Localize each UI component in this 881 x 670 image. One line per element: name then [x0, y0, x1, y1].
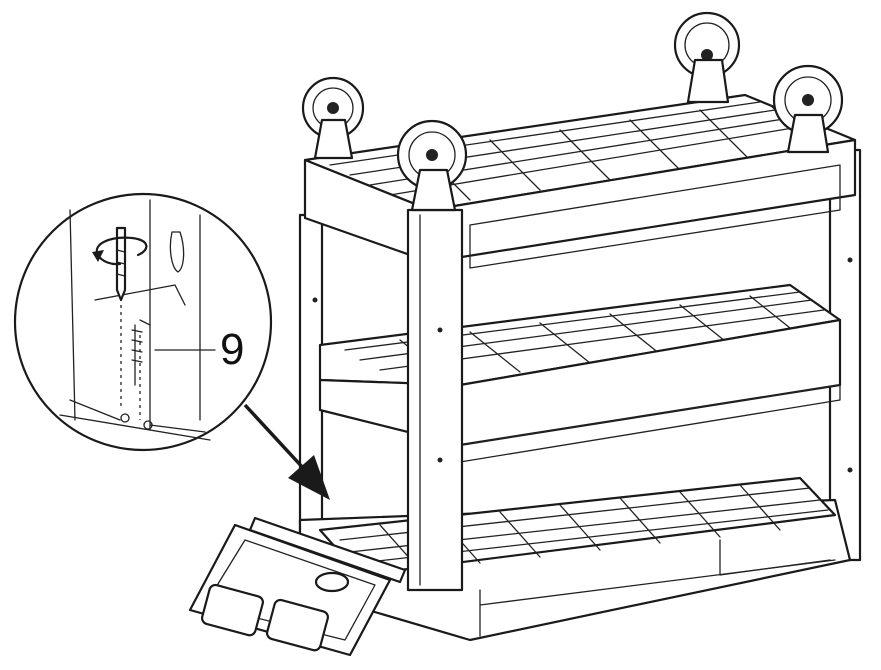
handle-tray	[188, 516, 407, 657]
detail-inset: 9	[13, 192, 273, 452]
rotation-arrow-icon	[92, 236, 148, 266]
caster-wheel-icon	[772, 64, 844, 154]
caster-wheel-icon	[301, 76, 365, 160]
front-left-post	[406, 208, 464, 592]
pointer-arrow-icon	[243, 403, 330, 500]
top-shelf	[303, 93, 857, 269]
utility-cart	[188, 11, 862, 657]
caster-wheel-icon	[673, 11, 741, 104]
middle-shelf	[318, 283, 842, 463]
caster-wheel-icon	[396, 119, 468, 212]
callout-number: 9	[220, 325, 244, 374]
